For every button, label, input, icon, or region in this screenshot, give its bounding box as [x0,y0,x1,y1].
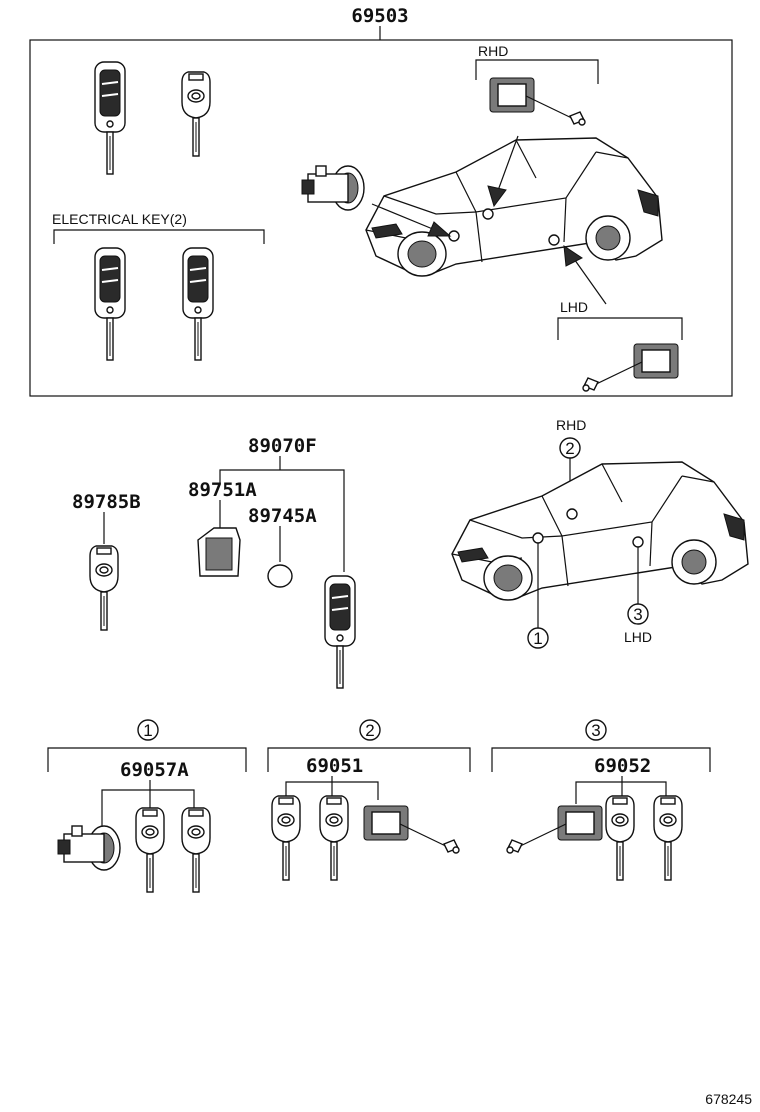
callout-2-set [359,719,381,741]
lock-point-1 [532,532,544,544]
door-lock-cylinder-lhd-icon [506,805,603,854]
assembly-box [29,39,733,397]
transponder-key-icon [181,71,211,157]
part-number-69051: 69051 [306,755,363,777]
rhd-label-car: RHD [556,417,586,433]
figure-number: 678245 [705,1091,752,1107]
ignition-cylinder-icon [301,165,365,211]
electrical-key-bracket [53,229,265,244]
part-number-69503: 69503 [351,5,408,27]
callout-2-car-text: 2 [565,439,574,458]
callout-1-set-text: 1 [143,721,152,740]
bracket-set-3 [491,747,711,772]
electrical-remote-key-icon [182,247,214,361]
part-number-69057A: 69057A [120,759,189,781]
bracket-89070F [219,469,345,572]
callout-3-car-text: 3 [633,605,642,624]
callout-2-set-text: 2 [365,721,374,740]
callout-1-car [527,627,549,649]
arrow-head [487,185,507,208]
leader-set-3 [575,781,667,804]
lock-point-marker [548,234,560,246]
remote-key-icon [324,575,356,689]
callout-1-set [137,719,159,741]
rhd-bracket [475,59,599,84]
arrow-line [371,203,441,233]
bracket-set-2 [267,747,471,772]
transponder-key-icon [135,807,165,893]
part-number-89745A: 89745A [248,505,317,527]
part-number-89070F: 89070F [248,435,317,457]
part-number-89751A-text: 89751A [188,479,257,501]
lock-point-3 [632,536,644,548]
callout-3-set-text: 3 [591,721,600,740]
transponder-key-icon [181,807,211,893]
door-lock-cylinder-icon [489,77,586,126]
car-illustration [365,137,663,277]
part-number-89785B: 89785B [72,491,141,513]
transponder-key-icon [605,795,635,881]
door-lock-cylinder-lhd-icon [582,343,679,392]
transponder-key-icon [653,795,683,881]
callout-3-car [627,603,649,625]
lhd-label-top: LHD [560,299,588,315]
battery-icon [267,564,293,588]
transmitter-board-icon [205,537,233,571]
lhd-bracket [557,317,683,340]
lock-point-marker [482,208,494,220]
arrow-line [571,255,607,305]
arrow-head [563,244,583,267]
transponder-key-icon [319,795,349,881]
bracket-set-1 [47,747,247,772]
electrical-remote-key-icon [94,247,126,361]
callout-1-car-text: 1 [533,629,542,648]
transponder-key-icon [271,795,301,881]
rhd-label-top: RHD [478,43,508,59]
lhd-label-car: LHD [624,629,652,645]
callout-3-set [585,719,607,741]
electrical-key-label: ELECTRICAL KEY(2) [52,211,187,227]
transponder-key-icon [89,545,119,631]
car-illustration-right [451,461,749,601]
lock-point-2 [566,508,578,520]
arrow-head [427,221,452,237]
remote-key-icon [94,61,126,175]
door-lock-cylinder-icon [363,805,460,854]
ignition-cylinder-icon [57,825,121,871]
arrow-line [495,135,519,197]
leader-set-1 [101,789,195,828]
part-number-69052: 69052 [594,755,651,777]
